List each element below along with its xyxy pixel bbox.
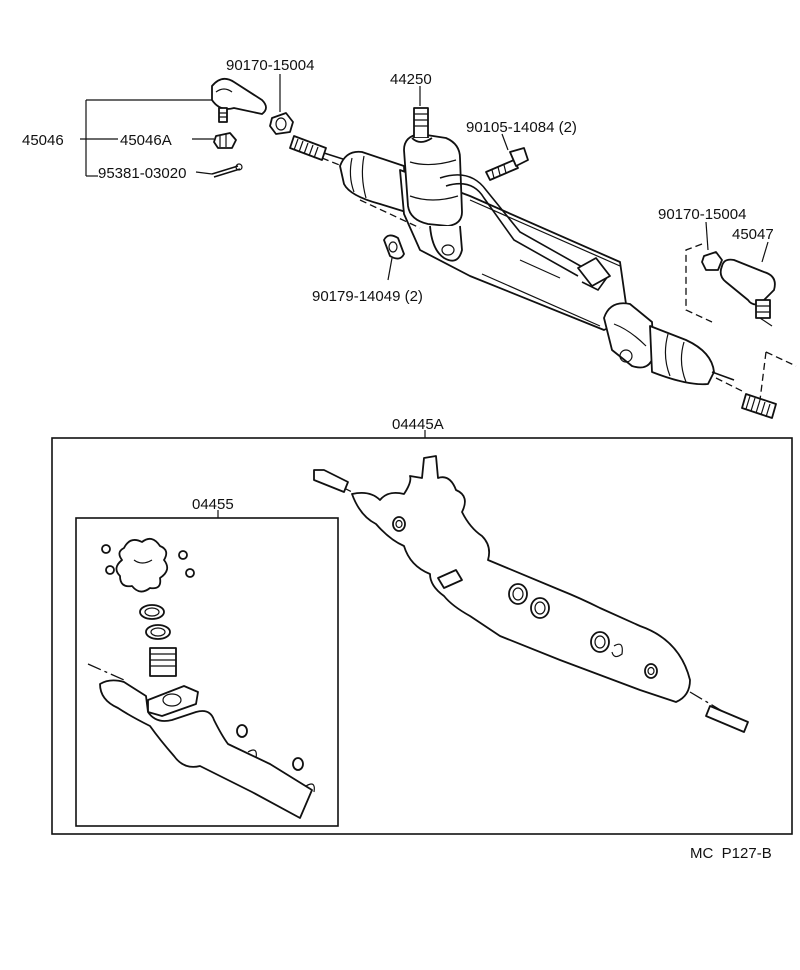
label-04455: 04455 [192, 496, 234, 513]
footer-code: MC P127-B [690, 845, 772, 862]
guide-dashed-left-rod [321, 157, 343, 167]
cotter-pin [211, 163, 243, 178]
label-45046: 45046 [22, 132, 64, 149]
pressure-tubes [439, 174, 611, 292]
mounting-bolt [485, 147, 529, 181]
rack-boot-right [649, 325, 735, 386]
lock-nut-left [269, 112, 294, 135]
label-95381-03020: 95381-03020 [98, 165, 186, 182]
rack-bracket-right [603, 302, 655, 369]
label-90105-14084: 90105-14084 (2) [466, 119, 577, 136]
tie-rod-end-right [719, 258, 776, 327]
leader-lines-upper [80, 74, 769, 281]
rack-boot-left [339, 150, 407, 213]
pinion-valve-housing [403, 107, 463, 262]
castle-nut-left [213, 132, 237, 149]
kit-box-04445a [51, 437, 793, 835]
label-90170-15004-top: 90170-15004 [226, 57, 314, 74]
guide-dashed-rod [715, 377, 745, 393]
label-45047: 45047 [732, 226, 774, 243]
label-04445a: 04445A [392, 416, 444, 433]
housing-outline-kit [313, 455, 749, 733]
label-45046a: 45046A [120, 132, 172, 149]
tie-rod-thread-left [289, 135, 347, 161]
valve-seal-kit [87, 537, 315, 819]
guide-dashed-right-2 [759, 351, 767, 401]
label-44250: 44250 [390, 71, 432, 88]
label-90179-14049: 90179-14049 (2) [312, 288, 423, 305]
guide-dashed-right-upper [685, 243, 713, 323]
tie-rod-thread-right [741, 393, 777, 419]
mount-grommet [383, 234, 405, 260]
guide-dashed-right [765, 351, 797, 367]
tie-rod-end-left [211, 77, 267, 123]
label-90170-15004-right: 90170-15004 [658, 206, 746, 223]
kit-box-04455 [75, 517, 339, 827]
lock-nut-right [701, 251, 723, 271]
